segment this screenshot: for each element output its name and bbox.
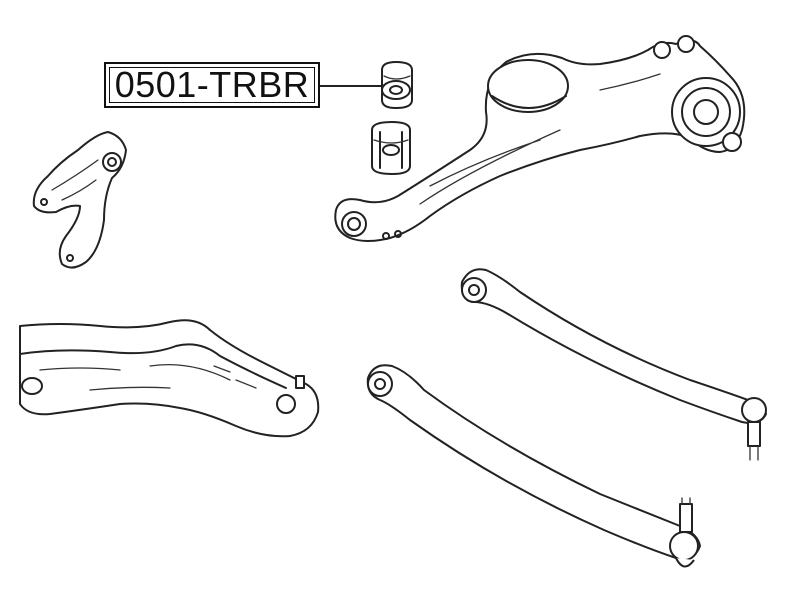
lateral-link-lower-icon	[366, 364, 701, 568]
bracket-icon	[32, 131, 127, 269]
lateral-link-upper-icon	[460, 268, 767, 461]
trailing-arm-knuckle-icon	[334, 35, 746, 242]
bushing-icon	[381, 61, 413, 109]
bushing-section-icon	[371, 121, 411, 175]
subframe-crossmember-icon	[19, 319, 320, 438]
part-number-callout: 0501-TRBR	[104, 62, 320, 108]
part-number-label: 0501-TRBR	[114, 64, 310, 105]
